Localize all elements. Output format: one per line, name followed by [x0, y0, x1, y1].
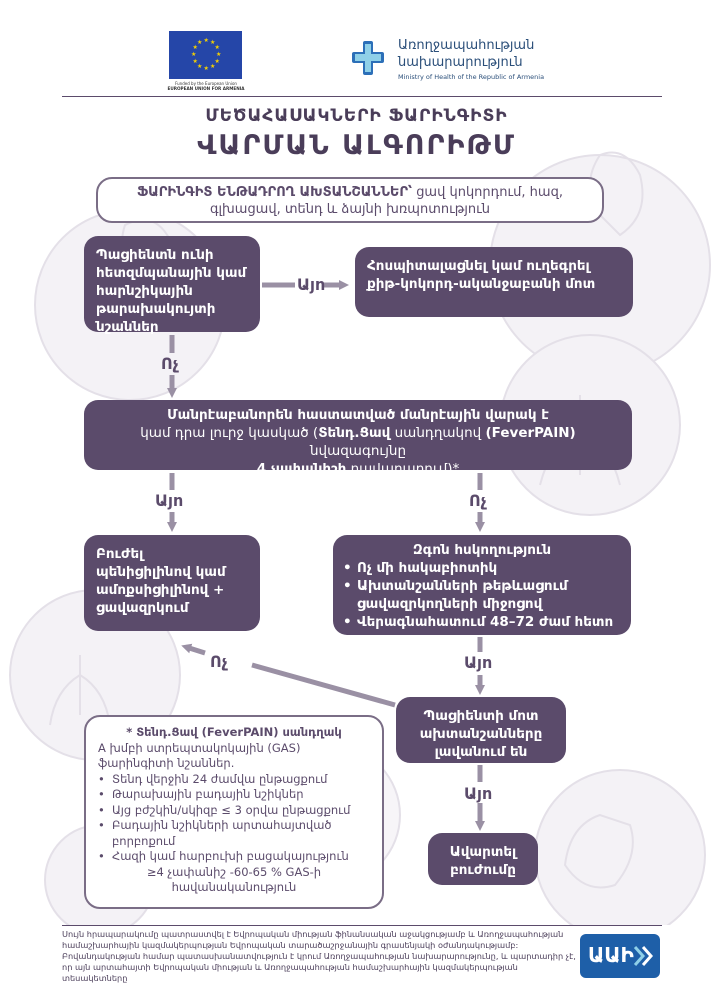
strep-line3: 4 չափանիշի բավարարում)*	[96, 460, 620, 478]
strep-bold: Մանրէաբանորեն հաստատված մանրէային վարակ …	[167, 407, 549, 423]
symptoms-box: ՖԱՐԻՆԳԻՏ ԵՆԹԱԴՐՈՂ ԱԽՏԱՆՇԱՆՆԵՐ՝ ցավ կոկոր…	[96, 177, 604, 223]
aai-logo: ԱԱԻ	[580, 934, 660, 978]
svg-text:★: ★	[216, 51, 221, 58]
svg-text:★: ★	[210, 39, 215, 46]
strep-mid: կամ դրա լուրջ կասկած (	[140, 425, 319, 441]
feverpain-item: Տենդ վերջին 24 ժամվա ընթացքում	[98, 772, 370, 788]
aai-logo-text: ԱԱԻ	[588, 943, 634, 967]
wait-list: Ոչ մի հակաբիոտիկ Ախտանշանների թեթևացում …	[343, 559, 621, 631]
svg-text:★: ★	[193, 44, 198, 51]
symptoms-bold: ՖԱՐԻՆԳԻՏ ԵՆԹԱԴՐՈՂ ԱԽՏԱՆՇԱՆՆԵՐ՝	[137, 185, 413, 200]
label-severe-no: Ոչ	[161, 354, 179, 373]
eu-logo: ★★★ ★★★ ★★★ ★★★	[169, 31, 242, 79]
strep-fever: (FeverPAIN)	[485, 425, 576, 441]
strep-line2: կամ դրա լուրջ կասկած (Տենդ.Ցավ սանդղակով…	[96, 424, 620, 460]
feverpain-item: Հազի կամ հարբուխի բացակայություն	[98, 849, 370, 865]
eu-caption-2: EUROPEAN UNION FOR ARMENIA	[167, 86, 245, 91]
strep-score: Տենդ.Ցավ	[318, 425, 391, 441]
node-finish: Ավարտել բուժումը	[428, 833, 538, 885]
feverpain-item: Թարախային բադային նշիկներ	[98, 787, 370, 803]
feverpain-list: Տենդ վերջին 24 ժամվա ընթացքում Թարախային…	[98, 772, 370, 865]
arrow-improve-no-head	[181, 643, 206, 656]
node-wait: Զգոն հսկողություն Ոչ մի հակաբիոտիկ Ախտան…	[333, 535, 631, 635]
node-hospitalize: Հոսպիտալացնել կամ ուղեգրել քիթ-կոկորդ-ակ…	[355, 247, 633, 317]
ministry-name-2: նախարարություն	[398, 55, 523, 70]
title-line-1: ՄԵԾԱՀԱՍԱԿՆԵՐԻ ՖԱՐԻՆԳԻՏԻ	[205, 106, 508, 126]
arrow-improve-no-line	[251, 662, 396, 708]
header-divider	[62, 96, 662, 97]
node-severe: Պացիենտն ունի հետզմպանային կամ հարնշիկայ…	[84, 236, 260, 335]
title-line-2: ՎԱՐՄԱՆ ԱԼԳՈՐԻԹՄ	[197, 130, 516, 161]
node-treat: Բուժել պենիցիլինով կամ ամոքսիցիլինով + ց…	[84, 535, 260, 631]
svg-text:★: ★	[197, 63, 202, 70]
footer-divider	[62, 925, 662, 926]
wait-item: Վերագնահատում 48–72 ժամ հետո	[343, 613, 621, 631]
wait-item: Ախտանշանների թեթևացում ցավազրկողների միջ…	[343, 577, 621, 613]
svg-text:★: ★	[215, 58, 220, 65]
feverpain-title: * Տենդ.Ցավ (FeverPAIN) սանդղակ	[126, 725, 342, 739]
label-strep-yes: Այո	[155, 491, 184, 510]
wait-item: Ոչ մի հակաբիոտիկ	[343, 559, 621, 577]
wait-title: Զգոն հսկողություն	[412, 542, 552, 558]
feverpain-box: * Տենդ.Ցավ (FeverPAIN) սանդղակ A խմբի ստ…	[84, 715, 384, 909]
strep-tail: նվազագույնը	[309, 443, 407, 459]
chevrons-icon	[633, 946, 654, 966]
strep-bold2: 4 չափանիշի	[256, 461, 347, 477]
svg-text:★: ★	[215, 44, 220, 51]
feverpain-footnote: ≥4 չափանիշ -60-65 % GAS-ի հավանականությո…	[146, 864, 322, 895]
eu-caption-1: Funded by the European Union	[175, 81, 237, 86]
node-improve: Պացիենտի մոտ ախտանշանները լավանում են	[396, 697, 566, 763]
feverpain-intro: A խմբի ստրեպտակոկային (GAS) ֆարինգիտի նշ…	[98, 740, 301, 771]
symptoms-rest: ցավ կոկորդում, հազ, գլխացավ, տենդ և ձայն…	[209, 185, 563, 217]
label-strep-no: Ոչ	[469, 491, 487, 510]
strep-end: բավարարում)*	[346, 461, 460, 477]
label-wait-yes: Այո	[464, 653, 493, 672]
label-improve-yes: Այո	[464, 784, 493, 803]
ministry-name-en: Ministry of Health of the Republic of Ar…	[398, 73, 545, 81]
ministry-emblem-icon	[352, 41, 384, 75]
strep-mid2: սանդղակով	[390, 425, 486, 441]
ministry-name-1: Առողջապահության	[398, 38, 535, 53]
footer-disclaimer: Սույն հրապարակումը պատրաստվել է Եվրոպակա…	[62, 929, 576, 983]
svg-text:★: ★	[204, 37, 209, 44]
svg-text:★: ★	[197, 39, 202, 46]
feverpain-item: Այց բժշկին/սկիզբ ≤ 3 օրվա ընթացքում	[98, 803, 370, 819]
svg-text:★: ★	[210, 63, 215, 70]
eu-stars-icon: ★★★ ★★★ ★★★ ★★★	[191, 37, 221, 72]
svg-text:★: ★	[204, 65, 209, 72]
label-improve-no: Ոչ	[210, 652, 228, 671]
svg-text:★: ★	[193, 58, 198, 65]
feverpain-item: Բադային նշիկների արտահայտված բորբոքում	[98, 818, 370, 849]
node-strep: Մանրէաբանորեն հաստատված մանրէային վարակ …	[84, 400, 632, 477]
label-severe-yes: Այո	[297, 275, 326, 294]
svg-text:★: ★	[191, 51, 196, 58]
